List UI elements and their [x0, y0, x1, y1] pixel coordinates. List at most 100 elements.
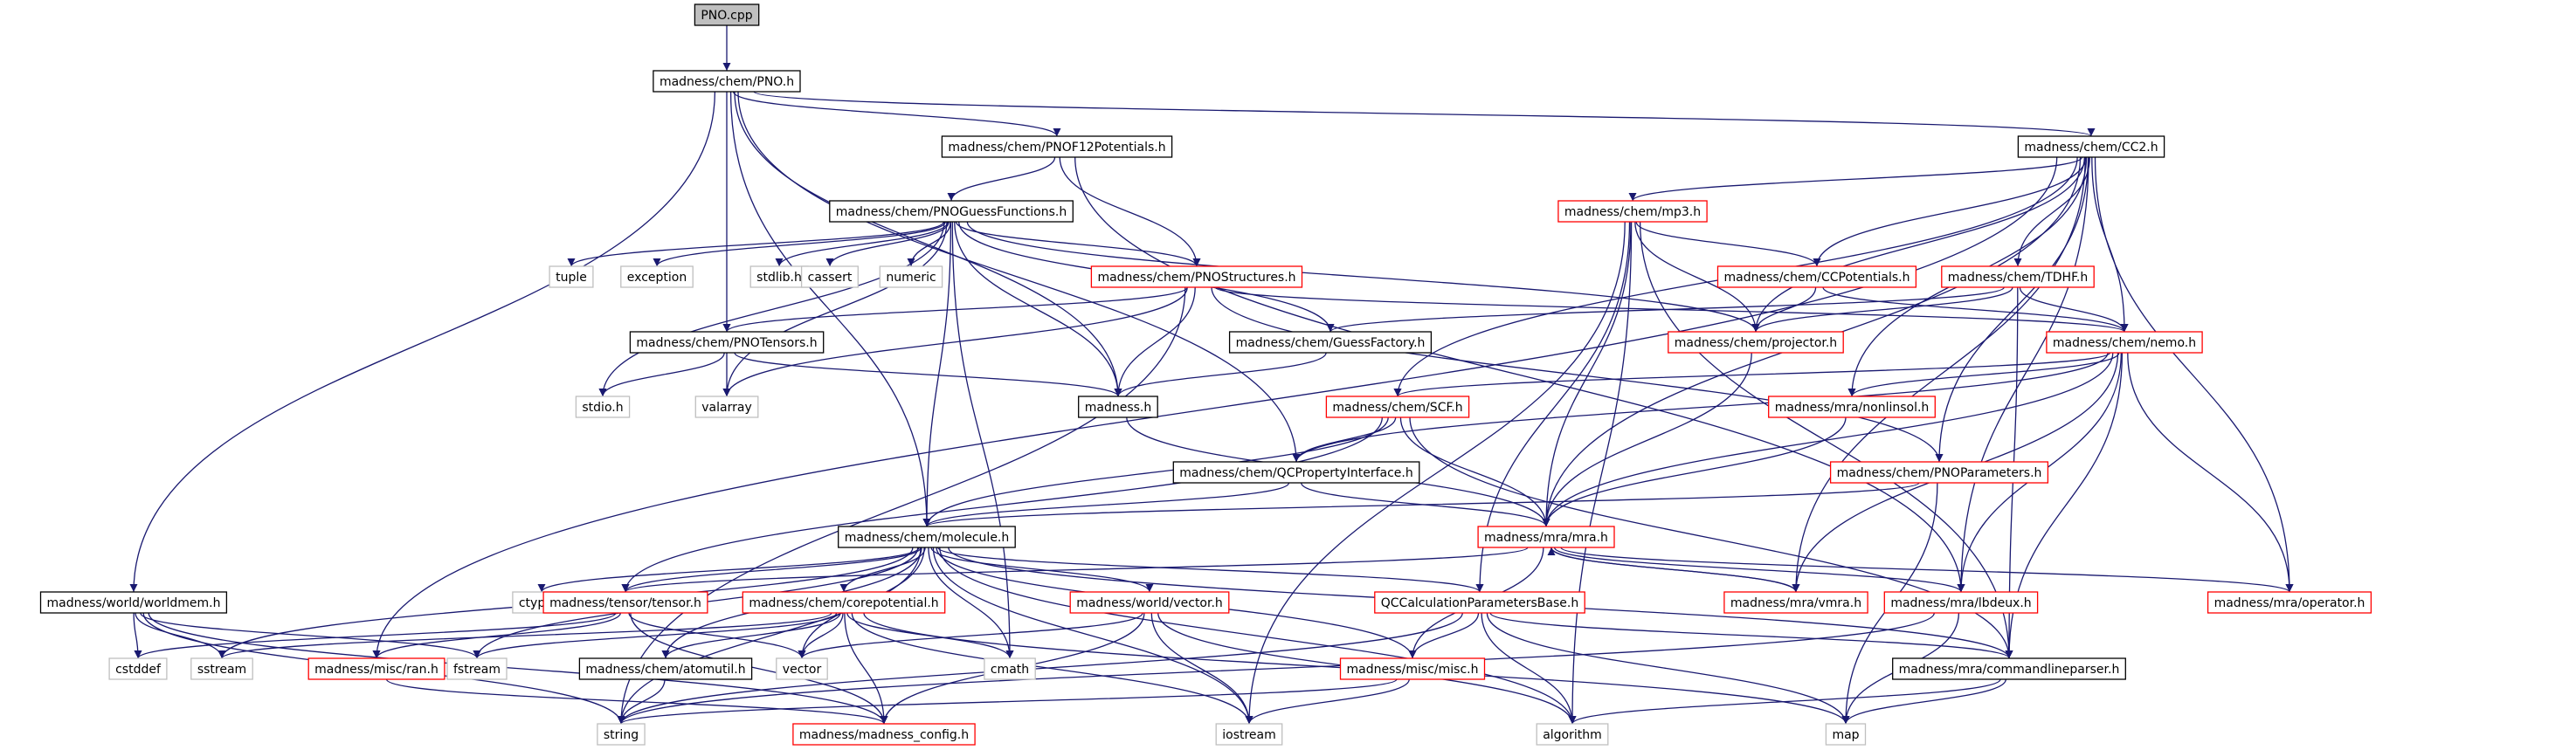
node-scf[interactable]: madness/chem/SCF.h — [1325, 396, 1470, 418]
node-pnof12[interactable]: madness/chem/PNOF12Potentials.h — [941, 135, 1173, 158]
edge-line — [630, 612, 888, 725]
node-box — [190, 657, 253, 680]
node-worldvector[interactable]: madness/world/vector.h — [1069, 591, 1230, 614]
node-pnoparams[interactable]: madness/chem/PNOParameters.h — [1829, 461, 2049, 484]
node-label: valarray — [701, 401, 751, 415]
node-sstream: sstream — [190, 657, 253, 680]
node-pno_cpp[interactable]: PNO.cpp — [694, 3, 760, 26]
node-molecule[interactable]: madness/chem/molecule.h — [838, 526, 1016, 548]
node-box — [549, 265, 594, 288]
node-guessfn[interactable]: madness/chem/PNOGuessFunctions.h — [829, 200, 1074, 223]
edge-line — [567, 221, 944, 267]
node-box — [838, 526, 1016, 548]
edge-line — [2127, 352, 2294, 593]
edge-qccalc-to-map — [1486, 612, 1850, 725]
edge-line — [617, 612, 1935, 725]
edge-line — [1813, 156, 2087, 267]
node-config[interactable]: madness/madness_config.h — [792, 723, 976, 746]
edge-scf-to-molecule — [922, 416, 1389, 527]
edge-line — [598, 352, 725, 397]
edge-line — [1326, 286, 2005, 333]
node-guessfactory[interactable]: madness/chem/GuessFactory.h — [1228, 331, 1433, 354]
node-misc[interactable]: madness/misc/misc.h — [1339, 657, 1486, 680]
edge-line — [722, 286, 1188, 333]
edge-guessfn-to-stdio — [598, 221, 945, 397]
edge-line — [1841, 678, 2006, 725]
node-label: madness/chem/SCF.h — [1332, 401, 1462, 415]
node-pno_h[interactable]: madness/chem/PNO.h — [653, 70, 801, 93]
node-pnotensors[interactable]: madness/chem/PNOTensors.h — [629, 331, 825, 354]
node-tensor[interactable]: madness/tensor/tensor.h — [542, 591, 708, 614]
node-label: madness/chem/PNOF12Potentials.h — [948, 141, 1165, 155]
node-nonlinsol[interactable]: madness/mra/nonlinsol.h — [1768, 396, 1936, 418]
edge-line — [621, 547, 1529, 593]
node-ccpot[interactable]: madness/chem/CCPotentials.h — [1716, 265, 1917, 288]
edge-line — [1542, 352, 2114, 527]
edge-guessfn-to-projector — [966, 221, 1760, 333]
edge-line — [732, 91, 1061, 137]
edge-line — [617, 678, 666, 725]
node-tdhf[interactable]: madness/chem/TDHF.h — [1941, 265, 2095, 288]
edge-line — [1481, 612, 1577, 725]
node-stdlib: stdlib.h — [749, 265, 809, 288]
node-operator[interactable]: madness/mra/operator.h — [2207, 591, 2372, 614]
node-box — [1829, 461, 2049, 484]
node-box — [1723, 591, 1868, 614]
node-label: madness/world/vector.h — [1076, 596, 1223, 610]
node-lbdeux[interactable]: madness/mra/lbdeux.h — [1883, 591, 2039, 614]
node-label: madness/chem/PNOGuessFunctions.h — [836, 205, 1067, 219]
edge-molecule-to-corepot — [839, 547, 926, 593]
edge-line — [1114, 352, 1327, 397]
edge-tensor-to-vector — [628, 612, 806, 659]
node-nemo[interactable]: madness/chem/nemo.h — [2046, 331, 2203, 354]
edge-nemo-to-qcprop — [1292, 352, 2109, 463]
node-label: madness/chem/PNO.h — [660, 75, 794, 89]
node-corepot[interactable]: madness/chem/corepotential.h — [742, 591, 946, 614]
edge-tdhf-to-guessfactory — [1326, 286, 2005, 333]
edge-line — [385, 678, 888, 725]
node-pnostruct[interactable]: madness/chem/PNOStructures.h — [1090, 265, 1303, 288]
edge-mra-to-tensor — [621, 547, 1529, 593]
node-box — [941, 135, 1173, 158]
node-box — [578, 657, 753, 680]
node-worldmem[interactable]: madness/world/worldmem.h — [39, 591, 228, 614]
node-mp3[interactable]: madness/chem/mp3.h — [1557, 200, 1708, 223]
edge-line — [922, 482, 1290, 527]
node-atomutil[interactable]: madness/chem/atomutil.h — [578, 657, 753, 680]
node-algorithm: algorithm — [1536, 723, 1609, 746]
node-ran[interactable]: madness/misc/ran.h — [307, 657, 445, 680]
edge-line — [1245, 678, 1410, 725]
edge-line — [1475, 221, 1631, 593]
node-vmra[interactable]: madness/mra/vmra.h — [1723, 591, 1868, 614]
node-box — [1172, 461, 1420, 484]
node-label: madness/chem/GuessFactory.h — [1236, 336, 1426, 350]
node-label: madness.h — [1085, 401, 1152, 415]
node-mra[interactable]: madness/mra/mra.h — [1477, 526, 1615, 548]
edge-pnostruct-to-string — [617, 286, 1186, 725]
edge-line — [954, 221, 1122, 397]
edge-guessfn-to-numeric — [907, 221, 951, 267]
node-cc2[interactable]: madness/chem/CC2.h — [2017, 135, 2165, 158]
node-qcprop[interactable]: madness/chem/QCPropertyInterface.h — [1172, 461, 1420, 484]
edge-line — [653, 221, 946, 267]
edge-line — [2019, 286, 2129, 333]
node-projector[interactable]: madness/chem/projector.h — [1668, 331, 1844, 354]
node-box — [1768, 396, 1936, 418]
edge-tdhf-to-projector — [1751, 286, 2013, 333]
edge-line — [1393, 352, 2111, 397]
node-madness_h[interactable]: madness.h — [1078, 396, 1158, 418]
edge-line — [621, 416, 1383, 593]
node-qccalc[interactable]: QCCalculationParametersBase.h — [1374, 591, 1585, 614]
edge-tdhf-to-nemo — [2019, 286, 2129, 333]
edge-line — [907, 221, 951, 267]
edge-vmra-to-mra — [1547, 547, 1797, 593]
node-cmdline[interactable]: madness/mra/commandlineparser.h — [1892, 657, 2126, 680]
edge-worldvector-to-vector — [798, 612, 1143, 659]
edge-molecule-to-cmath — [928, 547, 1014, 659]
node-box — [1325, 396, 1470, 418]
edge-line — [722, 221, 948, 397]
edge-line — [775, 221, 949, 267]
node-box — [1557, 200, 1708, 223]
edge-line — [1074, 156, 1965, 593]
edge-line — [1957, 156, 2089, 593]
